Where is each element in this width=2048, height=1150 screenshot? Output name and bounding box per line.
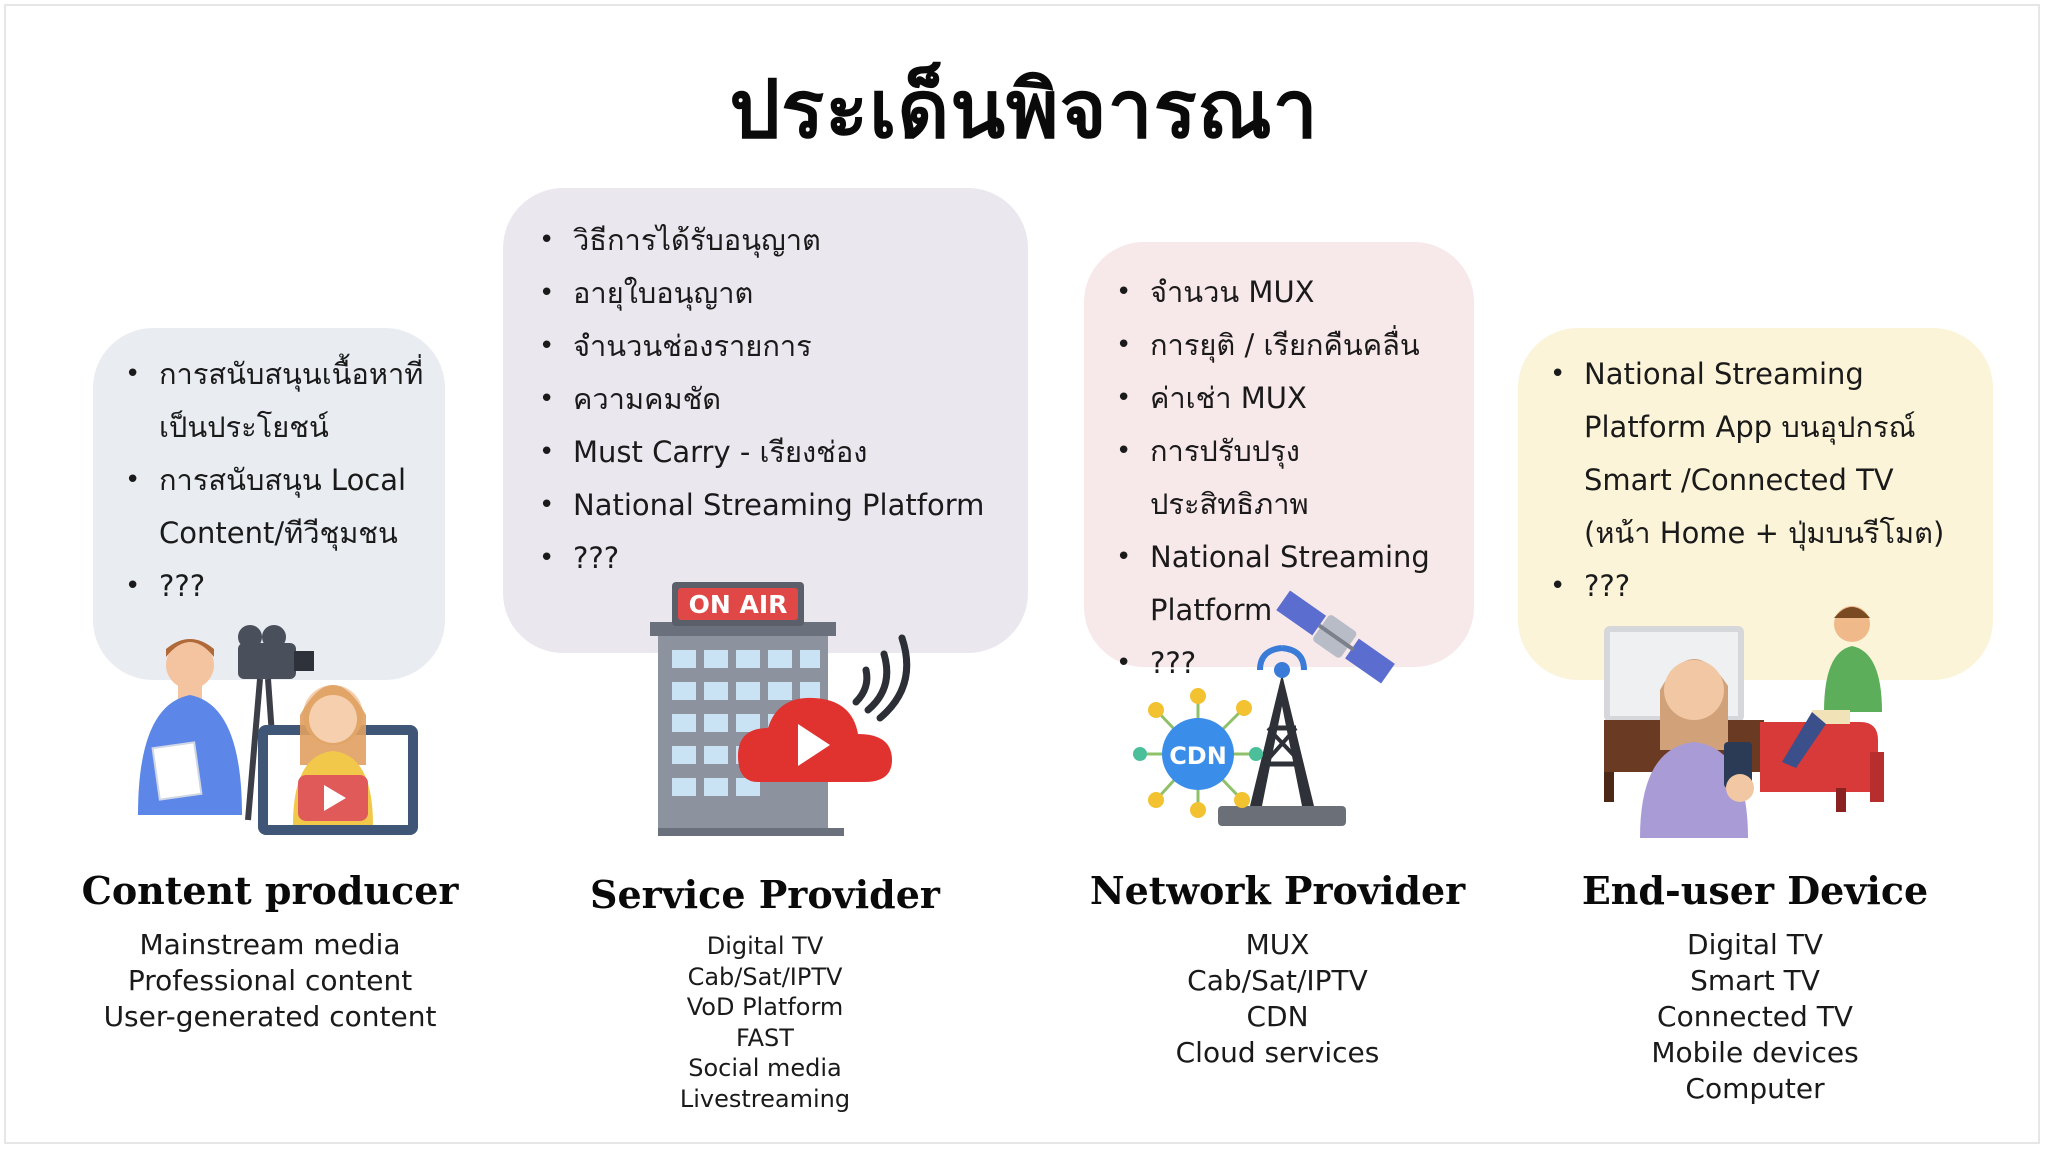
- category-items: Digital TV Cab/Sat/IPTV VoD Platform FAS…: [545, 931, 985, 1114]
- bubble-end-user-device: National Streaming Platform App บนอุปกรณ…: [1518, 328, 1993, 680]
- bullet-item: National Streaming: [1550, 348, 1975, 401]
- category-item: FAST: [736, 1023, 794, 1052]
- category-item: Social media: [688, 1054, 842, 1082]
- bullet-item: Platform App บนอุปกรณ์: [1584, 410, 1916, 444]
- bullet-item: National Streaming Platform: [539, 479, 1008, 532]
- bullet-item: การยุติ / เรียกคืนคลื่น: [1116, 319, 1458, 372]
- category-item: Cab/Sat/IPTV: [1187, 964, 1368, 997]
- slide-frame: [4, 4, 2040, 1144]
- category-items: Digital TV Smart TV Connected TV Mobile …: [1530, 927, 1980, 1107]
- service-provider-icon: ON AIR: [650, 582, 911, 836]
- category-title: Service Provider: [590, 872, 940, 917]
- bullet-list: การสนับสนุนเนื้อหาที่ เป็นประโยชน์ การสน…: [125, 348, 427, 613]
- bullet-item: Content/ทีวีชุมชน: [159, 516, 398, 550]
- page-title: ประเด็นพิจารณา: [729, 63, 1319, 156]
- category-title: Content producer: [81, 868, 459, 913]
- bullet-item: ???: [539, 532, 1008, 585]
- category-items: MUX Cab/Sat/IPTV CDN Cloud services: [1055, 927, 1500, 1071]
- network-provider-icon: CDN: [1133, 590, 1395, 826]
- category-item: Cab/Sat/IPTV: [687, 962, 843, 991]
- bullet-item: ???: [1550, 560, 1975, 613]
- category-title: Network Provider: [1089, 868, 1466, 913]
- category-item: Mobile devices: [1651, 1036, 1859, 1069]
- bullet-item: อายุใบอนุญาต: [539, 267, 1008, 320]
- category-item: Cloud services: [1175, 1036, 1380, 1069]
- bullet-item: จำนวน MUX: [1116, 266, 1458, 319]
- category-item: Connected TV: [1657, 1000, 1853, 1033]
- category-network-provider: Network Provider MUX Cab/Sat/IPTV CDN Cl…: [1055, 868, 1500, 1071]
- bullet-item: Platform: [1150, 593, 1273, 627]
- bullet-item: (หน้า Home + ปุ่มบนรีโมต): [1584, 516, 1945, 550]
- bullet-item: การสนับสนุน Local: [125, 454, 427, 507]
- on-air-sign: ON AIR: [689, 590, 788, 619]
- category-end-user-device: End-user Device Digital TV Smart TV Conn…: [1530, 868, 1980, 1107]
- bubble-service-provider: วิธีการได้รับอนุญาต อายุใบอนุญาต จำนวนช่…: [503, 188, 1028, 653]
- category-item: Digital TV: [1687, 928, 1823, 961]
- bullet-item: การปรับปรุงประสิทธิภาพ: [1116, 425, 1458, 531]
- category-item: VoD Platform: [686, 993, 844, 1021]
- bullet-list: จำนวน MUX การยุติ / เรียกคืนคลื่น ค่าเช่…: [1116, 266, 1458, 690]
- category-item: Professional content: [127, 964, 413, 997]
- category-item: Livestreaming: [679, 1084, 851, 1113]
- category-item: Smart TV: [1690, 964, 1820, 997]
- category-item: User-generated content: [103, 1000, 437, 1033]
- end-user-device-icon: [1604, 606, 1884, 838]
- bullet-item: ความคมชัด: [539, 373, 1008, 426]
- category-item: CDN: [1246, 1000, 1309, 1033]
- category-item: Mainstream media: [139, 928, 401, 961]
- category-item: Digital TV: [706, 932, 824, 960]
- bullet-item: ???: [1116, 637, 1458, 690]
- category-item: MUX: [1245, 928, 1310, 961]
- cdn-label: CDN: [1169, 742, 1227, 770]
- bullet-item: จำนวนช่องรายการ: [539, 320, 1008, 373]
- bullet-item: National Streaming: [1116, 531, 1458, 584]
- bullet-item: วิธีการได้รับอนุญาต: [539, 214, 1008, 267]
- bullet-list: วิธีการได้รับอนุญาต อายุใบอนุญาต จำนวนช่…: [539, 214, 1008, 585]
- bullet-item: ???: [125, 560, 427, 613]
- bubble-content-producer: การสนับสนุนเนื้อหาที่ เป็นประโยชน์ การสน…: [93, 328, 445, 680]
- bullet-item: Smart /Connected TV: [1584, 463, 1894, 497]
- bullet-item: การสนับสนุนเนื้อหาที่: [125, 348, 427, 401]
- category-item: Computer: [1685, 1072, 1825, 1105]
- category-service-provider: Service Provider Digital TV Cab/Sat/IPTV…: [545, 872, 985, 1114]
- bullet-list: National Streaming Platform App บนอุปกรณ…: [1550, 348, 1975, 613]
- bullet-item: ค่าเช่า MUX: [1116, 372, 1458, 425]
- category-title: End-user Device: [1581, 868, 1929, 913]
- bullet-item: Must Carry - เรียงช่อง: [539, 426, 1008, 479]
- content-producer-icon: [138, 625, 418, 835]
- category-content-producer: Content producer Mainstream media Profes…: [40, 868, 500, 1035]
- bubble-network-provider: จำนวน MUX การยุติ / เรียกคืนคลื่น ค่าเช่…: [1084, 242, 1474, 690]
- bullet-item: เป็นประโยชน์: [159, 410, 329, 444]
- category-items: Mainstream media Professional content Us…: [40, 927, 500, 1035]
